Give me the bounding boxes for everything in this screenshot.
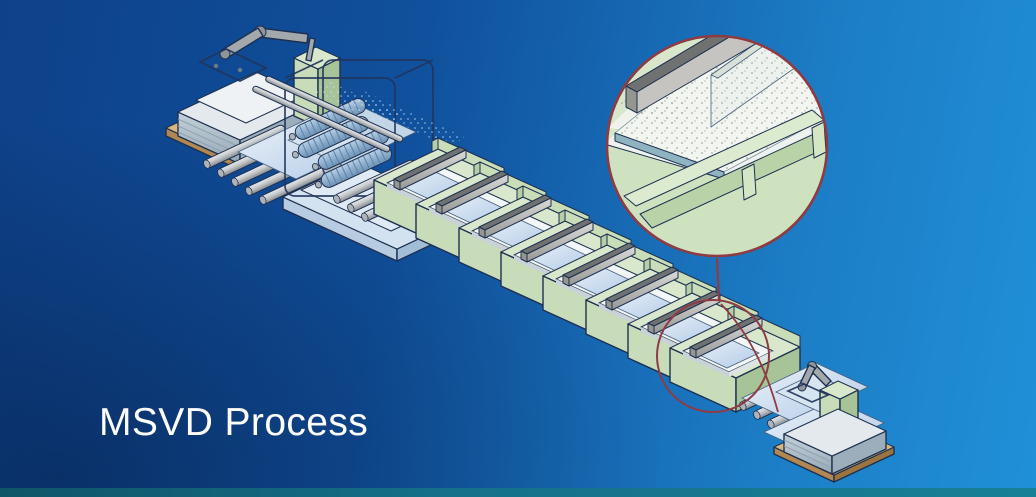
footer-accent-bar <box>0 488 1036 497</box>
glass-output-station <box>773 361 895 483</box>
callout-lasso <box>656 257 779 413</box>
page-title: MSVD Process <box>99 401 369 444</box>
glass-clip-icon <box>741 121 827 201</box>
coating-detail-callout <box>605 34 829 258</box>
sputter-target-icon <box>625 36 801 114</box>
coated-glass-stack-icon <box>783 408 887 475</box>
